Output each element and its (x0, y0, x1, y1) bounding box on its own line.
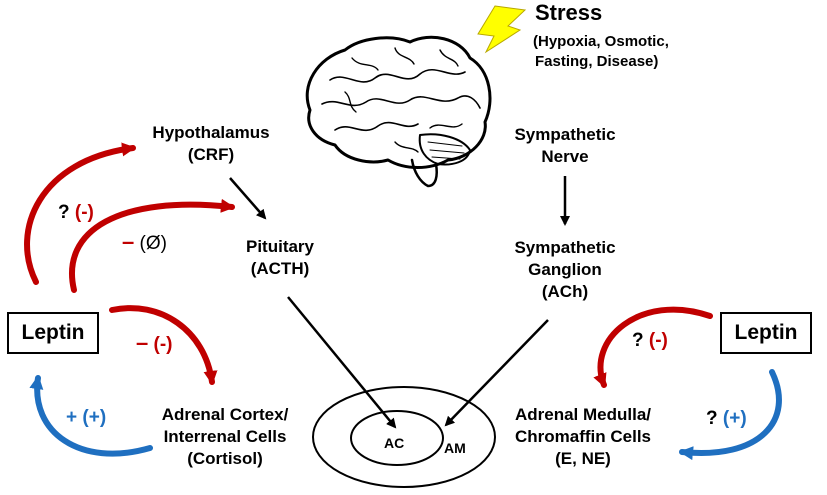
effect-right-feedback-q: ? (706, 408, 718, 429)
cortisol-hormone: (Cortisol) (187, 449, 263, 468)
catecholamine-hormones: (E, NE) (555, 449, 611, 468)
hypothalamus-to-pituitary-arrow (229, 177, 267, 220)
sympathetic-nerve-line2: Nerve (541, 147, 589, 166)
leptin-to-hypothalamus-arrow (24, 142, 136, 285)
lightning-icon (477, 5, 527, 54)
pituitary-hormone: (ACTH) (250, 259, 310, 278)
hypothalamus-hormone: (CRF) (187, 145, 235, 164)
effect-left-hypothalamus-sign: (-) (74, 202, 94, 223)
effect-left-feedback: + (+) (66, 407, 106, 429)
hypothalamus-name: Hypothalamus (152, 123, 270, 142)
effect-left-hypothalamus-q: ? (58, 202, 70, 223)
adrenal-medulla-ellipse (312, 386, 496, 488)
adrenal-cortex-ellipse (350, 410, 444, 466)
sympathetic-ganglion-line1: Sympathetic (514, 238, 616, 257)
hypothalamus-label: Hypothalamus (CRF) (136, 122, 286, 166)
effect-left-feedback-sign: (+) (82, 407, 107, 428)
effect-right-inhibit-q: ? (632, 330, 644, 351)
leptin-left-label: Leptin (21, 321, 85, 344)
stress-causes: (Hypoxia, Osmotic, Fasting, Disease) (533, 32, 669, 72)
adrenal-cortex-label: Adrenal Cortex/ Interrenal Cells (Cortis… (145, 404, 305, 470)
sympathetic-ganglion-label: Sympathetic Ganglion (ACh) (495, 237, 635, 303)
leptin-to-medulla-arrow (593, 306, 713, 388)
effect-right-feedback-sign: (+) (722, 408, 747, 429)
stress-causes-line1: (Hypoxia, Osmotic, (533, 33, 669, 50)
adrenal-cortex-name: Adrenal Cortex/ (161, 405, 289, 424)
effect-left-feedback-main: + (66, 407, 78, 428)
effect-left-hypothalamus: ? (-) (58, 202, 94, 224)
pituitary-to-cortex-arrow (287, 296, 397, 429)
ac-label: AC (384, 435, 405, 451)
sympathetic-ganglion-line2: Ganglion (528, 260, 602, 279)
leptin-box-right: Leptin (720, 312, 812, 354)
sympathetic-nerve-line1: Sympathetic (514, 125, 616, 144)
leptin-to-pituitary-arrow (69, 198, 235, 293)
effect-left-cortex-main: – (136, 330, 149, 355)
medulla-to-leptin-arrow (679, 369, 782, 461)
am-label: AM (444, 440, 466, 456)
leptin-right-label: Leptin (734, 321, 798, 344)
interrenal-cells-name: Interrenal Cells (163, 427, 287, 446)
sympathetic-nerve-label: Sympathetic Nerve (495, 124, 635, 168)
pituitary-label: Pituitary (ACTH) (225, 236, 335, 280)
effect-left-cortex-sign: (-) (153, 334, 173, 355)
effect-right-inhibit-sign: (-) (648, 330, 668, 351)
cortisol-to-leptin-arrow (29, 375, 153, 457)
effect-left-cortex: – (-) (136, 330, 173, 356)
stress-causes-line2: Fasting, Disease) (535, 53, 659, 70)
leptin-box-left: Leptin (7, 312, 99, 354)
stress-title: Stress (535, 0, 603, 25)
effect-left-pituitary-sign: (Ø) (139, 233, 167, 254)
brain-icon (305, 35, 492, 188)
effect-right-feedback: ? (+) (706, 408, 747, 430)
effect-left-pituitary: – (Ø) (122, 229, 167, 255)
leptin-to-cortex-arrow (109, 305, 218, 385)
ganglion-to-medulla-arrow (444, 319, 549, 427)
chromaffin-cells-name: Chromaffin Cells (514, 427, 652, 446)
adrenal-medulla-label: Adrenal Medulla/ Chromaffin Cells (E, NE… (503, 404, 663, 470)
pituitary-name: Pituitary (245, 237, 315, 256)
effect-left-pituitary-main: – (122, 229, 135, 254)
effect-right-inhibit: ? (-) (632, 330, 668, 352)
adrenal-medulla-name: Adrenal Medulla/ (514, 405, 652, 424)
ach-hormone: (ACh) (541, 282, 589, 301)
